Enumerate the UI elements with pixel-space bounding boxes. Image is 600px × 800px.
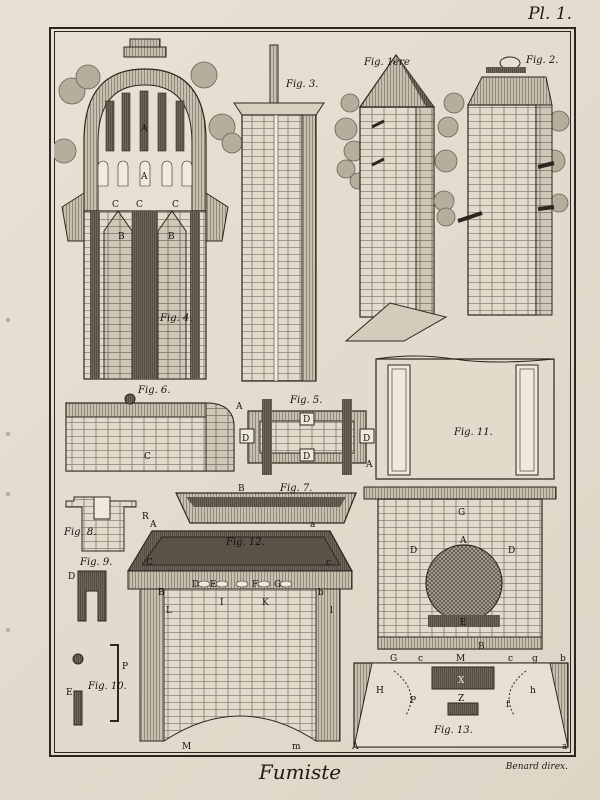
- label-M: M: [182, 742, 191, 752]
- fig9-label: Fig. 9.: [79, 557, 112, 568]
- plate-number: Pl. 1.: [528, 4, 572, 24]
- binding-hole: [6, 432, 10, 436]
- label-D: D: [410, 546, 417, 556]
- label-D: D: [242, 434, 249, 444]
- label-K: K: [262, 598, 269, 608]
- label-c: c: [418, 654, 423, 664]
- label-I: I: [220, 598, 224, 608]
- label-c: c: [508, 654, 513, 664]
- label-G: G: [274, 580, 281, 590]
- label-F: F: [252, 580, 258, 590]
- label-m: m: [292, 742, 301, 752]
- label-P: P: [410, 696, 416, 706]
- fig2-label: Fig. 2.: [525, 55, 558, 66]
- label-B: B: [168, 232, 175, 242]
- fig12-label: Fig. 12.: [225, 537, 265, 548]
- fig3-flue: Fig. 3.: [233, 44, 325, 382]
- label-f: f: [506, 700, 510, 710]
- fig5-label: Fig. 5.: [289, 395, 322, 406]
- fig11-mantel-top: Fig. 11.: [375, 355, 555, 480]
- label-G: G: [458, 508, 465, 518]
- label-A: A: [459, 536, 467, 546]
- label-l: l: [330, 606, 333, 616]
- fig10-tools: Fig. 10. P E: [66, 644, 128, 726]
- label-G: G: [390, 654, 397, 664]
- fig4-label: Fig. 4.: [159, 313, 192, 324]
- label-P: P: [122, 662, 128, 672]
- label-A: A: [235, 402, 243, 412]
- label-B: B: [238, 484, 245, 494]
- fig6-box: Fig. 6. C: [65, 385, 235, 472]
- engraver-credit: Benard direx.: [505, 762, 568, 772]
- label-E: E: [210, 580, 217, 590]
- label-b: b: [318, 588, 324, 598]
- label-B: B: [478, 642, 485, 652]
- label-D: D: [508, 546, 515, 556]
- label-A: A: [149, 520, 157, 530]
- fig9-fork: Fig. 9. D: [68, 557, 112, 622]
- fig4-chimney-section: A A C C C B B Fig. 4.: [54, 38, 243, 380]
- label-B: B: [158, 588, 165, 598]
- label-b: b: [560, 654, 566, 664]
- label-D: D: [68, 572, 75, 582]
- label-Z: Z: [458, 694, 464, 704]
- inner-frame: [54, 31, 571, 753]
- fig2-chimney: Fig. 2.: [433, 55, 570, 316]
- label-C: C: [112, 200, 119, 210]
- label-M: M: [456, 654, 465, 664]
- plate-title: Fumiste: [258, 760, 342, 784]
- label-R: R: [142, 512, 149, 522]
- label-A: A: [140, 124, 148, 134]
- fig-fireplace: G A D D E B: [363, 486, 557, 652]
- label-D: D: [192, 580, 199, 590]
- fig7-trough: Fig. 7. B: [175, 483, 357, 524]
- fig8-label: Fig. 8.: [63, 527, 96, 538]
- label-D: D: [303, 415, 310, 425]
- label-g: g: [532, 654, 538, 664]
- label-D: D: [303, 452, 310, 462]
- binding-hole: [6, 492, 10, 496]
- label-E: E: [460, 618, 467, 628]
- label-A: A: [140, 172, 148, 182]
- label-E: E: [66, 688, 73, 698]
- label-c: c: [326, 558, 331, 568]
- outer-frame: [49, 27, 576, 757]
- label-a: a: [310, 520, 316, 530]
- binding-hole: [6, 628, 10, 632]
- label-H: H: [376, 686, 384, 696]
- label-D: D: [363, 434, 370, 444]
- label-C: C: [144, 452, 151, 462]
- fig3-label: Fig. 3.: [285, 79, 318, 90]
- label-h: h: [530, 686, 536, 696]
- label-X: X: [458, 676, 465, 686]
- fig6-label: Fig. 6.: [137, 385, 170, 396]
- label-a: a: [562, 742, 568, 752]
- fig13-label: Fig. 13.: [433, 725, 473, 736]
- label-A: A: [365, 460, 373, 470]
- label-L: L: [166, 606, 172, 616]
- binding-hole: [6, 318, 10, 322]
- fig8-detail: Fig. 8. R: [63, 496, 149, 552]
- label-A: A: [351, 742, 359, 752]
- smoke-cloud: [54, 61, 243, 164]
- fig11-label: Fig. 11.: [453, 427, 493, 438]
- label-C: C: [146, 558, 153, 568]
- fig1-label: Fig. 1ere: [363, 57, 410, 68]
- fig13-plan: X Z G c M c g b H h P f A a Fig. 13.: [351, 654, 569, 752]
- fig12-fireplace: Fig. 12. A a C c B b D E F G I K L l M m: [126, 520, 354, 752]
- label-C: C: [172, 200, 179, 210]
- fig10-label: Fig. 10.: [87, 681, 127, 692]
- fig5-frame-plan: Fig. 5. A A D D D D: [235, 395, 375, 475]
- engraving-illustrations: A A C C C B B Fig. 4. Fig. 3.: [54, 38, 570, 752]
- fig7-label: Fig. 7.: [279, 483, 312, 494]
- label-B: B: [118, 232, 125, 242]
- fig1-pyramid-chimney: Fig. 1ere: [334, 53, 448, 342]
- label-C: C: [136, 200, 143, 210]
